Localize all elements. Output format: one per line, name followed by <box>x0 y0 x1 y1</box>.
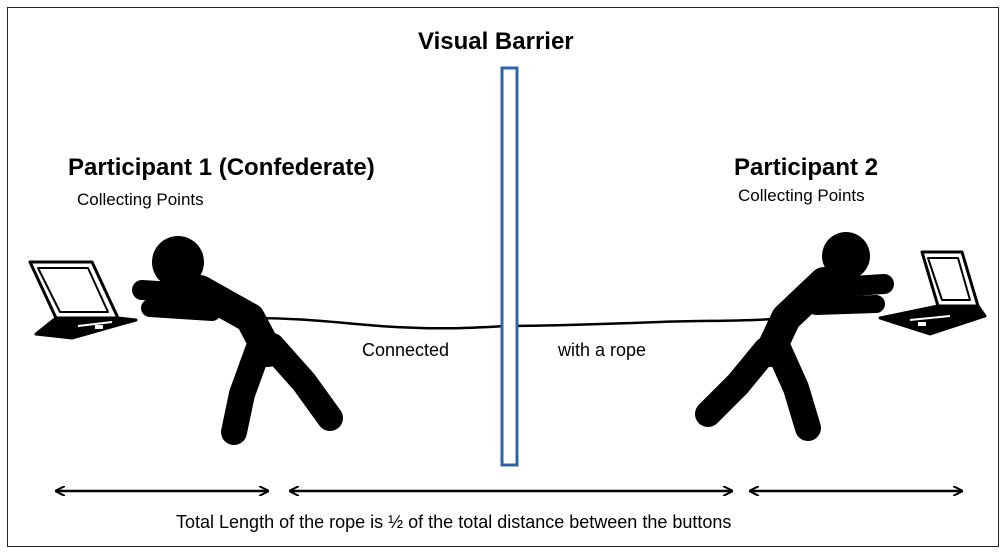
laptop-right-icon <box>878 250 987 336</box>
rope-line <box>249 316 791 330</box>
laptop-left-icon <box>28 260 138 340</box>
rope-label-left: Connected <box>362 340 450 360</box>
participant2-figure <box>695 232 894 441</box>
participant1-status: Collecting Points <box>77 190 204 209</box>
visual-barrier <box>500 66 519 467</box>
rope-label-right: with a rope <box>558 340 647 360</box>
diagram-frame <box>7 7 999 547</box>
participant2-name: Participant 2 <box>734 154 879 181</box>
participant1-name: Participant 1 (Confederate) <box>68 154 375 181</box>
participant2-status: Collecting Points <box>738 186 865 205</box>
barrier-title: Visual Barrier <box>418 28 574 55</box>
participant1-figure <box>132 236 343 445</box>
distance-caption: Total Length of the rope is ½ of the tot… <box>176 512 732 532</box>
